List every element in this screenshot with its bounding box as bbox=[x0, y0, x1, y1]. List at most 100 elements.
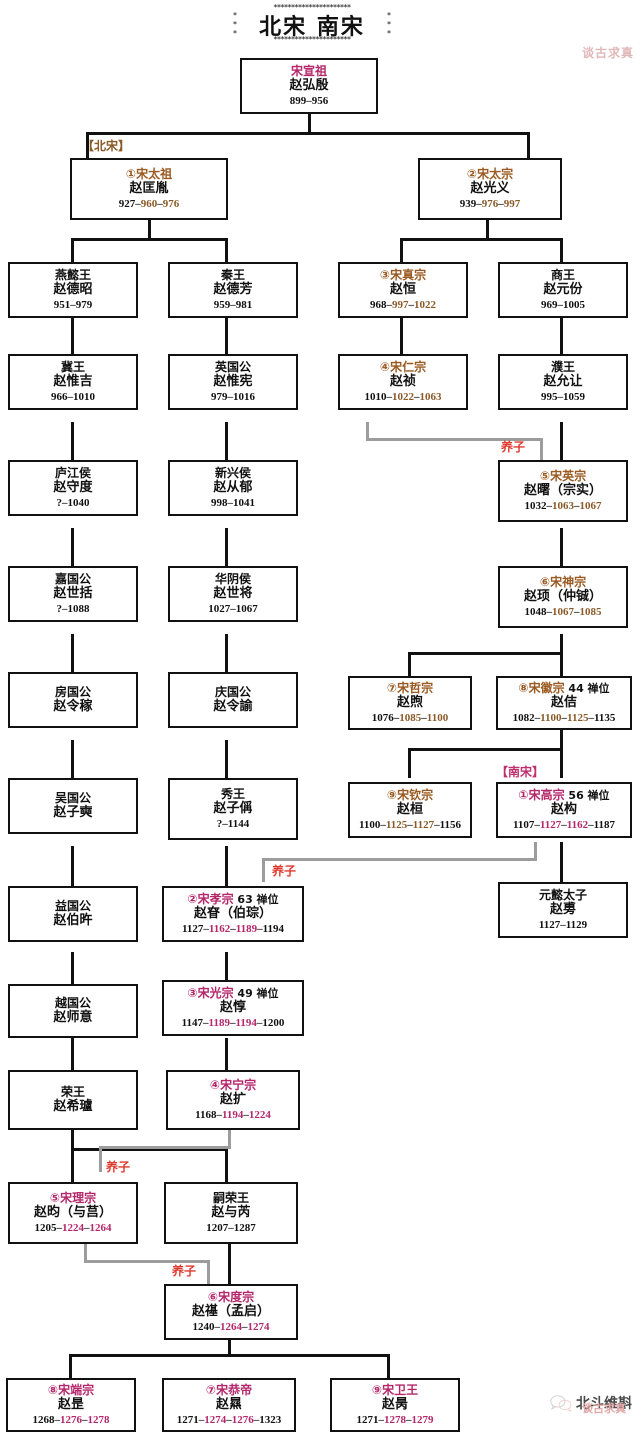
node-zhenzong[interactable]: ③宋真宗 赵恒 968–997–1022 bbox=[338, 262, 468, 318]
node-guangzong[interactable]: ③宋光宗 49 禅位 赵惇 1147–1189–1194–1200 bbox=[162, 980, 304, 1036]
adoption-label: 养子 bbox=[501, 440, 526, 454]
node-years: 1082–1100–1125–1135 bbox=[512, 711, 616, 724]
node-title: 燕懿王 bbox=[54, 267, 91, 282]
connector bbox=[71, 238, 74, 262]
wechat-icon bbox=[550, 1395, 572, 1412]
connector bbox=[560, 748, 563, 778]
connector bbox=[228, 1244, 231, 1284]
adoption-connector bbox=[207, 1260, 210, 1284]
node-title: ⑥宋神宗 bbox=[539, 574, 587, 589]
connector bbox=[387, 1354, 390, 1378]
node-title: 华阴侯 bbox=[214, 571, 251, 586]
title-border-bottom: ********************** bbox=[273, 36, 352, 44]
node-shenzong[interactable]: ⑥宋神宗 赵顼（仲铖） 1048–1067–1085 bbox=[498, 566, 628, 628]
node-title: ⑥宋度宗 bbox=[207, 1289, 255, 1304]
node-title: ④宋仁宗 bbox=[379, 359, 427, 374]
node-name: 赵允让 bbox=[543, 374, 583, 390]
connector bbox=[400, 316, 403, 354]
node-gongdi[interactable]: ⑦宋恭帝 赵㬎 1271–1274–1276–1323 bbox=[162, 1378, 296, 1432]
connector bbox=[400, 238, 403, 262]
node-yingguogong[interactable]: 英国公 赵惟宪 979–1016 bbox=[168, 354, 298, 410]
node-qingguogong[interactable]: 庆国公 赵令諭 bbox=[168, 672, 298, 728]
node-years: 959–981 bbox=[213, 298, 253, 311]
node-weiwang[interactable]: ⑨宋卫王 赵昺 1271–1278–1279 bbox=[330, 1378, 460, 1432]
node-sirongwang[interactable]: 嗣荣王 赵与芮 1207–1287 bbox=[164, 1182, 298, 1244]
node-xuanzu[interactable]: 宋宣祖 赵弘殷 899–956 bbox=[240, 58, 378, 114]
node-title: 元懿太子 bbox=[538, 887, 587, 902]
watermark-top-right: 谈古求真 bbox=[581, 46, 634, 60]
node-years: 1127–1162–1189–1194 bbox=[181, 922, 285, 935]
node-years: 968–997–1022 bbox=[370, 298, 436, 311]
node-name: 赵子奭 bbox=[53, 804, 93, 820]
node-zhezong[interactable]: ⑦宋哲宗 赵煦 1076–1085–1100 bbox=[348, 676, 472, 730]
node-yuanyi-taizi[interactable]: 元懿太子 赵旉 1127–1129 bbox=[498, 882, 628, 938]
node-huizong[interactable]: ⑧宋徽宗 44 禅位 赵佶 1082–1100–1125–1135 bbox=[496, 676, 632, 730]
node-shangwang[interactable]: 商王 赵元份 969–1005 bbox=[498, 262, 628, 318]
node-qinzong[interactable]: ⑨宋钦宗 赵桓 1100–1125–1127–1156 bbox=[348, 782, 472, 838]
node-xiaozong[interactable]: ②宋孝宗 63 禅位 赵眘（伯琮） 1127–1162–1189–1194 bbox=[162, 886, 304, 942]
connector bbox=[71, 1038, 74, 1070]
node-name: 赵旉 bbox=[549, 902, 576, 918]
node-jiwang[interactable]: 冀王 赵惟吉 966–1010 bbox=[8, 354, 138, 410]
era-label-southern-song: 【南宋】 bbox=[496, 765, 545, 779]
node-jiaguogong[interactable]: 嘉国公 赵世括 ?–1088 bbox=[8, 566, 138, 622]
node-title: ①宋高宗 56 禅位 bbox=[518, 787, 610, 802]
connector bbox=[408, 748, 411, 778]
node-title: 新兴侯 bbox=[214, 465, 251, 480]
node-huayinhou[interactable]: 华阴侯 赵世将 1027–1067 bbox=[168, 566, 298, 622]
connector bbox=[408, 652, 563, 655]
node-years: ?–1144 bbox=[216, 817, 250, 830]
node-title: ⑧宋端宗 bbox=[47, 1382, 95, 1397]
connector bbox=[560, 730, 563, 750]
node-name: 赵惟吉 bbox=[53, 374, 93, 390]
node-yiguogong[interactable]: 益国公 赵伯旿 bbox=[8, 886, 138, 942]
node-puwang[interactable]: 濮王 赵允让 995–1059 bbox=[498, 354, 628, 410]
node-duanzong[interactable]: ⑧宋端宗 赵昰 1268–1276–1278 bbox=[6, 1378, 136, 1432]
node-years: 1205–1224–1264 bbox=[34, 1221, 112, 1234]
node-name: 赵世括 bbox=[53, 586, 93, 602]
node-lizong[interactable]: ⑤宋理宗 赵昀（与莒） 1205–1224–1264 bbox=[8, 1182, 138, 1244]
node-title: 益国公 bbox=[54, 898, 91, 913]
chart-title: ********************** *** *** 北宋 南宋 ***… bbox=[232, 4, 392, 44]
node-wuguogong[interactable]: 吴国公 赵子奭 bbox=[8, 778, 138, 834]
node-duzong[interactable]: ⑥宋度宗 赵禥（孟启） 1240–1264–1274 bbox=[164, 1284, 298, 1340]
node-title: 嗣荣王 bbox=[212, 1190, 249, 1205]
watermark-logo-sub: 谈古求真 bbox=[582, 1402, 626, 1415]
title-border-top: ********************** bbox=[273, 4, 352, 12]
node-renzong[interactable]: ④宋仁宗 赵祯 1010–1022–1063 bbox=[338, 354, 468, 410]
node-yanyiwang[interactable]: 燕懿王 赵德昭 951–979 bbox=[8, 262, 138, 318]
node-name: 赵令稼 bbox=[53, 698, 93, 714]
node-years: ?–1088 bbox=[56, 602, 90, 615]
node-qinwang[interactable]: 秦王 赵德芳 959–981 bbox=[168, 262, 298, 318]
connector bbox=[560, 238, 563, 262]
node-name: 赵德芳 bbox=[213, 282, 253, 298]
connector bbox=[225, 528, 228, 566]
era-label-northern-song: 【北宋】 bbox=[82, 139, 131, 153]
node-taizu[interactable]: ①宋太祖 赵匡胤 927–960–976 bbox=[70, 158, 228, 220]
node-ningzong[interactable]: ④宋宁宗 赵扩 1168–1194–1224 bbox=[166, 1070, 300, 1130]
node-title: ②宋孝宗 63 禅位 bbox=[187, 891, 279, 906]
node-xiuwang[interactable]: 秀王 赵子偁 ?–1144 bbox=[168, 778, 298, 840]
node-name: 赵昀（与莒） bbox=[33, 1205, 112, 1221]
adoption-connector bbox=[262, 858, 537, 861]
connector bbox=[71, 316, 74, 354]
node-title: ⑨宋卫王 bbox=[371, 1382, 419, 1397]
node-yingzong[interactable]: ⑤宋英宗 赵曙（宗实） 1032–1063–1067 bbox=[498, 460, 628, 522]
node-taizong[interactable]: ②宋太宗 赵光义 939–976–997 bbox=[418, 158, 562, 220]
node-name: 赵从郁 bbox=[213, 480, 253, 496]
node-title: 越国公 bbox=[54, 995, 91, 1010]
node-years: 966–1010 bbox=[51, 390, 95, 403]
node-gaozong[interactable]: ①宋高宗 56 禅位 赵构 1107–1127–1162–1187 bbox=[496, 782, 632, 838]
adoption-connector bbox=[366, 422, 369, 440]
node-xinxinghou[interactable]: 新兴侯 赵从郁 998–1041 bbox=[168, 460, 298, 516]
node-rongwang[interactable]: 荣王 赵希瓐 bbox=[8, 1070, 138, 1130]
adoption-connector bbox=[534, 842, 537, 860]
node-title: 庆国公 bbox=[214, 684, 251, 699]
node-yueguogong[interactable]: 越国公 赵师意 bbox=[8, 984, 138, 1038]
node-lujianghou[interactable]: 庐江侯 赵守度 ?–1040 bbox=[8, 460, 138, 516]
node-years: 1271–1274–1276–1323 bbox=[176, 1413, 282, 1426]
node-fangguogong[interactable]: 房国公 赵令稼 bbox=[8, 672, 138, 728]
node-name: 赵惇 bbox=[219, 1000, 246, 1016]
connector bbox=[69, 1354, 72, 1378]
